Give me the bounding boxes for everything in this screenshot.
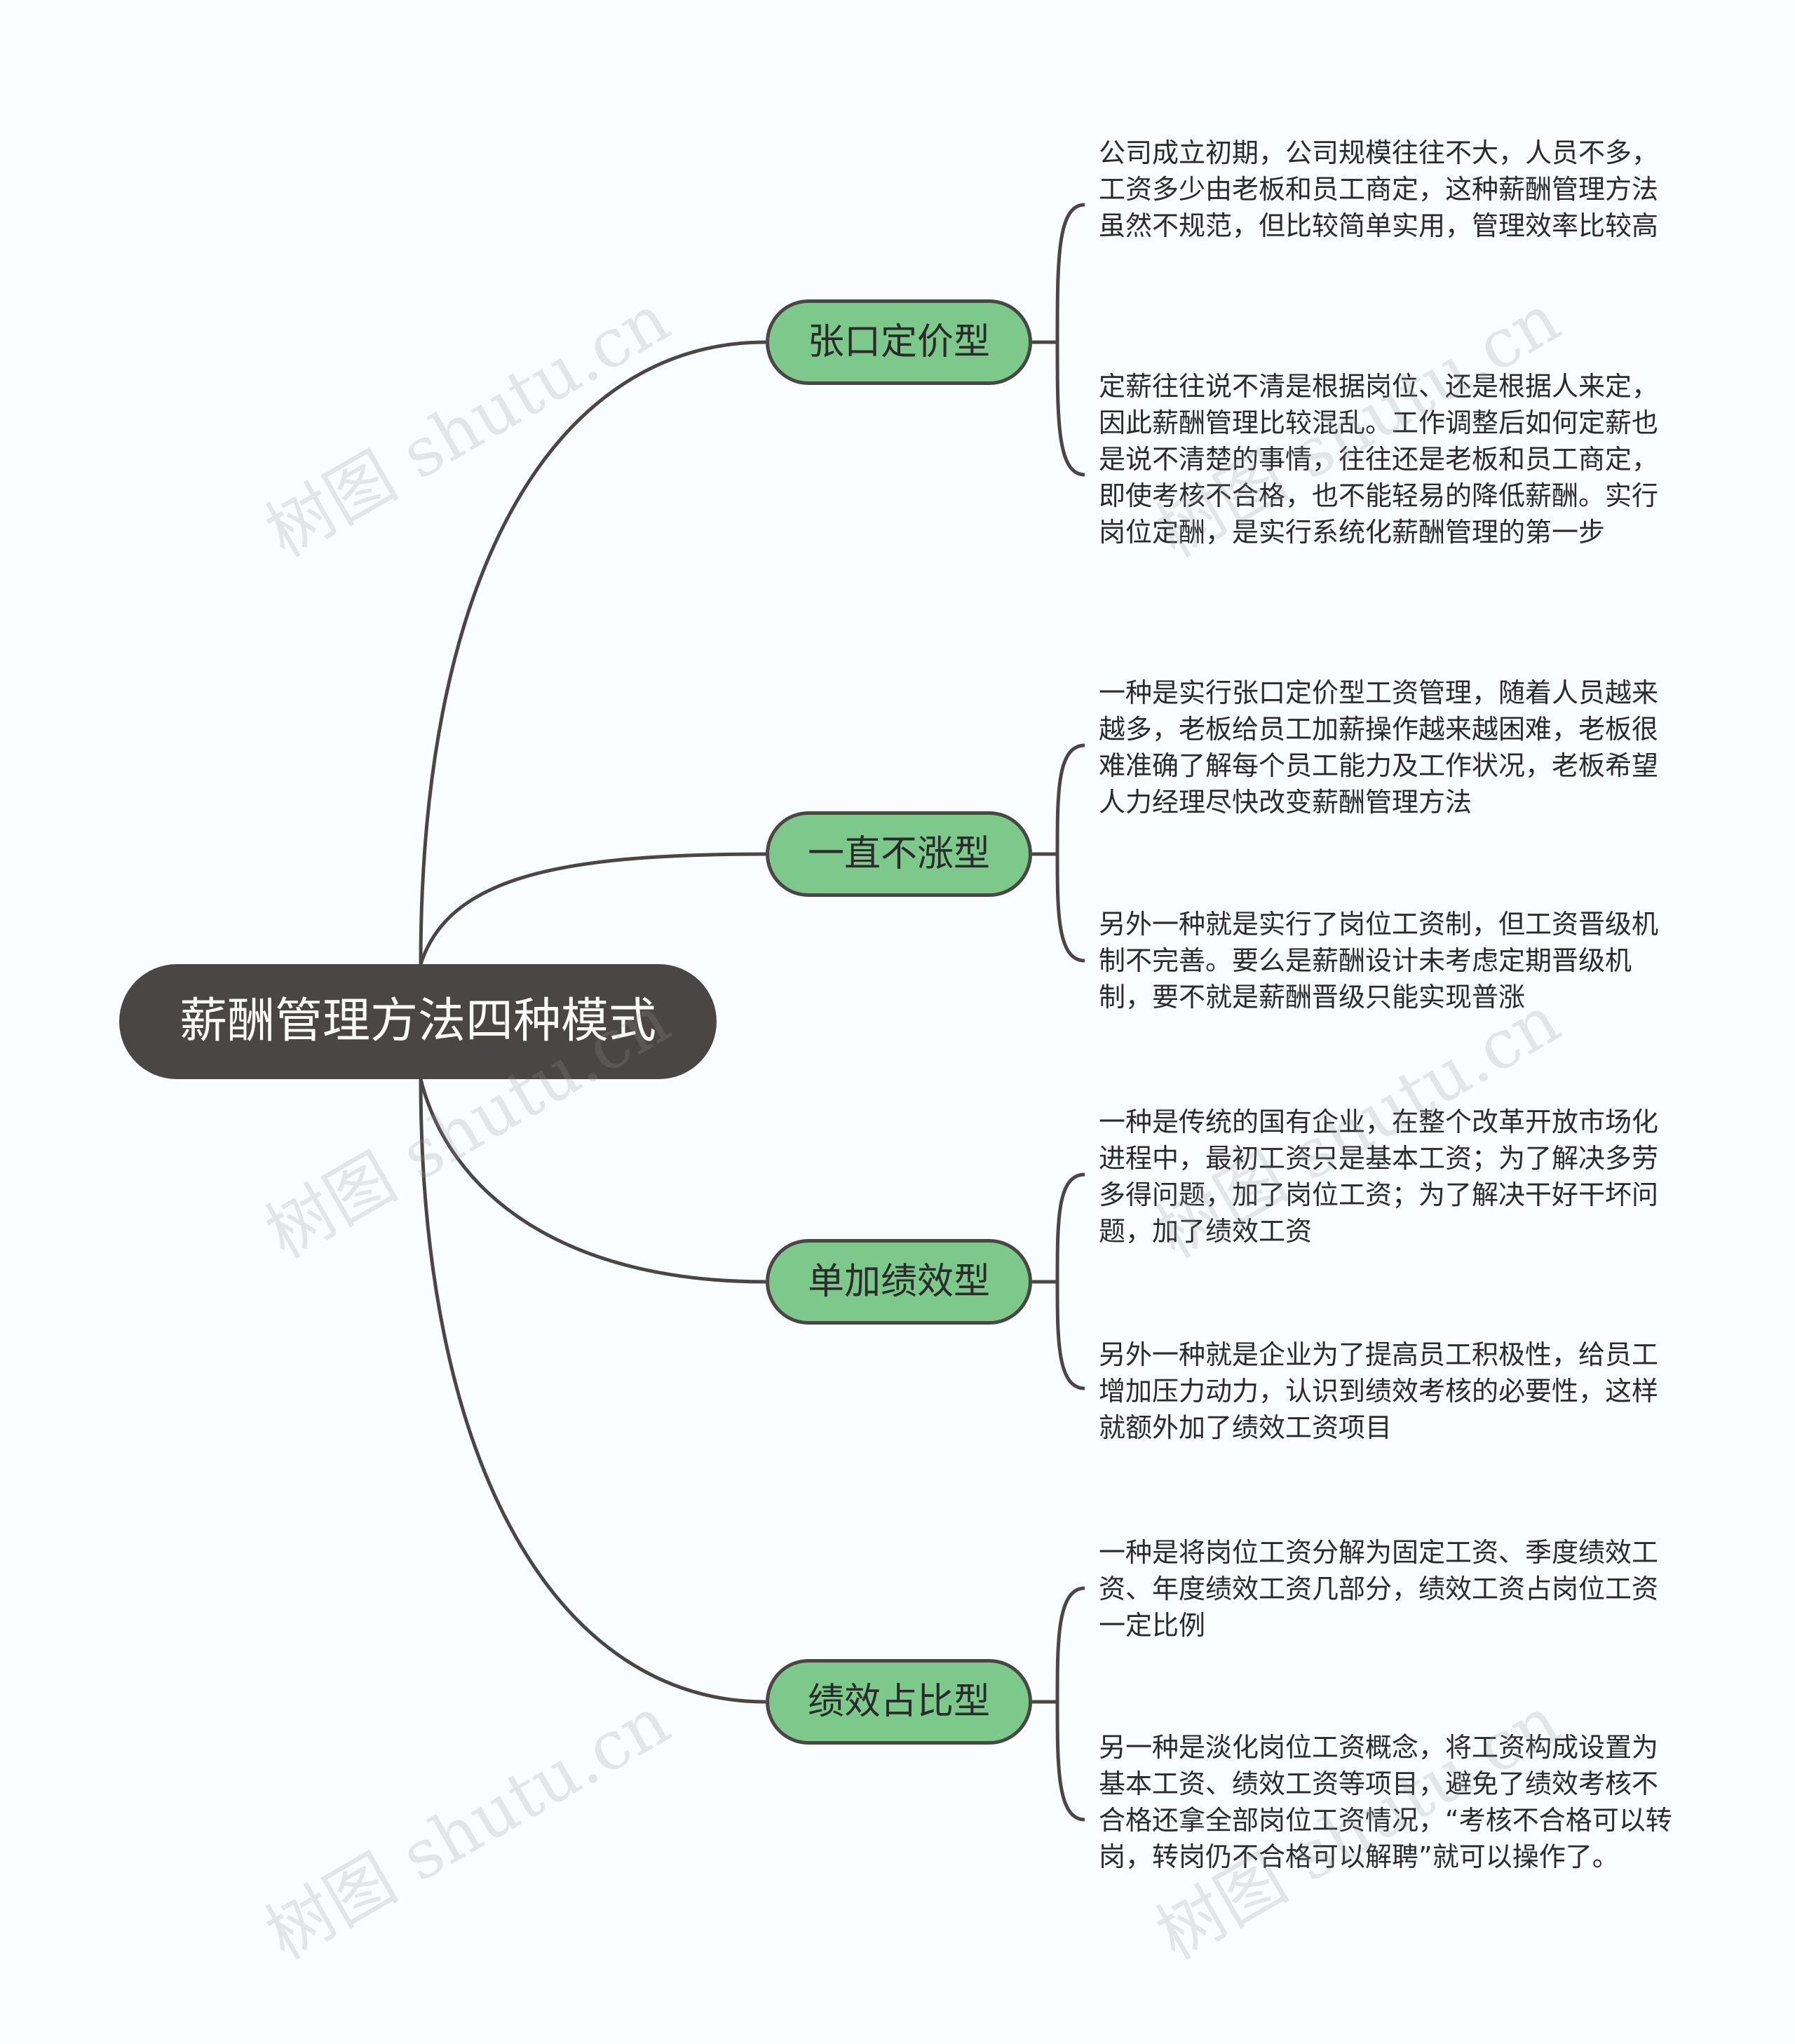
branch-3-connector-b: [1055, 1281, 1085, 1390]
leaf-note-2a[interactable]: 一种是实行张口定价型工资管理，随着人员越来越多，老板给员工加薪操作越来越困难，老…: [1099, 677, 1659, 818]
leaf-note-2b[interactable]: 另外一种就是实行了岗位工资制，但工资晋级机制不完善。要么是薪酬设计未考虑定期晋级…: [1099, 909, 1659, 1013]
branch-3-connector-a: [1032, 1172, 1085, 1284]
branch-2-connector-a: [1032, 743, 1085, 856]
branch-1-connector-a: [1032, 203, 1085, 344]
leaf-note-1b[interactable]: 定薪往往说不清是根据岗位、还是根据人来定，因此薪酬管理比较混乱。工作调整后如何定…: [1099, 371, 1659, 548]
leaf-note-3b[interactable]: 另外一种就是企业为了提高员工积极性，给员工增加压力动力，认识到绩效考核的必要性，…: [1099, 1339, 1659, 1443]
leaf-note-4a[interactable]: 一种是将岗位工资分解为固定工资、季度绩效工资、年度绩效工资几部分，绩效工资占岗位…: [1099, 1537, 1659, 1641]
root-connector-2: [419, 852, 766, 965]
branch-1-connector-b: [1055, 341, 1085, 477]
branch-4-connector-a: [1032, 1586, 1085, 1704]
branch-topic-3[interactable]: 单加绩效型: [766, 1239, 1032, 1325]
branch-2-connector-b: [1055, 853, 1085, 963]
root-connector-1: [419, 340, 766, 965]
branch-topic-4[interactable]: 绩效占比型: [766, 1659, 1032, 1745]
root-connector-3: [419, 1078, 766, 1284]
root-topic[interactable]: 薪酬管理方法四种模式: [119, 964, 717, 1079]
root-connector-4: [419, 1078, 766, 1704]
branch-topic-2[interactable]: 一直不涨型: [766, 811, 1032, 897]
branch-4-connector-b: [1055, 1701, 1085, 1822]
leaf-note-4b[interactable]: 另一种是淡化岗位工资概念，将工资构成设置为基本工资、绩效工资等项目，避免了绩效考…: [1099, 1732, 1672, 1872]
branch-topic-1[interactable]: 张口定价型: [766, 299, 1032, 385]
leaf-note-1a[interactable]: 公司成立初期，公司规模往往不大，人员不多，工资多少由老板和员工商定，这种薪酬管理…: [1099, 137, 1659, 241]
leaf-note-3a[interactable]: 一种是传统的国有企业，在整个改革开放市场化进程中，最初工资只是基本工资；为了解决…: [1099, 1106, 1659, 1247]
